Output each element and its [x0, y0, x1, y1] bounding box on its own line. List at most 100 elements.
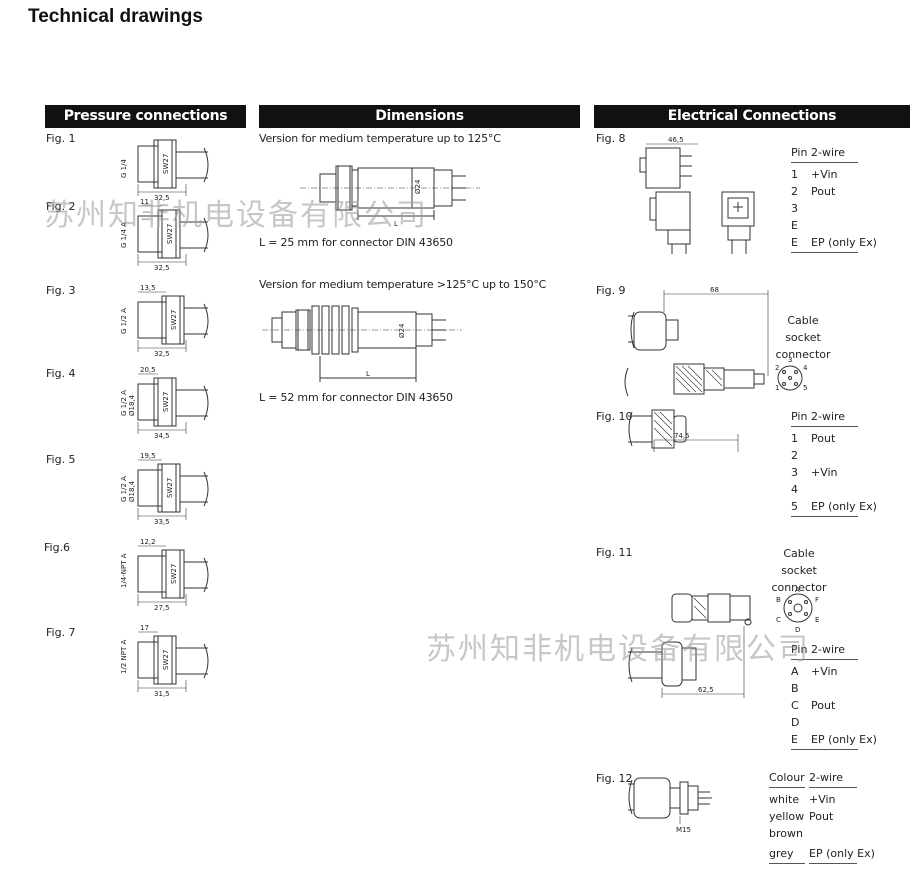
header-pressure-connections: Pressure connections — [45, 105, 246, 128]
pin-function: +Vin — [811, 168, 838, 181]
fig-10-drawing: 74,5 — [628, 409, 739, 452]
wire-colour: grey — [769, 847, 794, 860]
pin: 3 — [791, 466, 798, 479]
thread-label: G 1/4 — [120, 159, 128, 178]
watermark-1: 苏州知非机电设备有限公司 — [44, 198, 428, 233]
pin: C — [791, 699, 799, 712]
fig-2-label: Fig. 2 — [46, 200, 76, 213]
wire-colour: brown — [769, 827, 803, 840]
pin: A — [791, 665, 799, 678]
dimensions-note-3: Version for medium temperature >125°C up… — [259, 278, 547, 291]
fig-1-label: Fig. 1 — [46, 132, 76, 145]
caption-line: socket connector — [771, 564, 827, 594]
inner-diameter-label: Ø18,4 — [128, 394, 136, 416]
header-dimensions: Dimensions — [259, 105, 580, 128]
dimension-diameter-label-2: Ø24 — [398, 323, 406, 338]
fig-9-pin-4: 4 — [803, 364, 808, 372]
watermark-2: 苏州知非机电设备有限公司 — [426, 632, 810, 667]
pressure-fig-3-drawing: G 1/2 A SW27 32,5 13,5 — [120, 284, 209, 358]
pin: 1 — [791, 432, 798, 445]
thread-label: 1/2 NPT A — [120, 640, 128, 674]
dimensions-note-2: L = 25 mm for connector DIN 43650 — [259, 236, 453, 249]
colour-table-header-wire: 2-wire — [809, 771, 844, 784]
pin: E — [791, 219, 798, 232]
thread-label: G 1/2 A — [120, 390, 128, 416]
colour-table-header: Colour — [769, 771, 805, 784]
fig-6-label: Fig.6 — [44, 541, 71, 554]
pin-function: EP (only Ex) — [811, 733, 877, 746]
fig-9-drawing: 68 1 2 3 4 5 — [624, 286, 808, 397]
thread-label: 1/4-NPT A — [120, 553, 128, 588]
fig-7-label: Fig. 7 — [46, 626, 76, 639]
pin-function: Pout — [811, 432, 836, 445]
inner-diameter-label: Ø18,4 — [128, 480, 136, 502]
fig-9-pin-3: 3 — [788, 356, 792, 364]
width-dimension-label: 34,5 — [154, 432, 170, 440]
pin-function: Pout — [811, 185, 836, 198]
wrench-size-label: SW27 — [162, 650, 170, 670]
fig-9-label: Fig. 9 — [596, 284, 626, 297]
pin-table-header-wire: 2-wire — [811, 146, 846, 159]
width-dimension-label: 32,5 — [154, 194, 170, 202]
width-dimension-label: 27,5 — [154, 604, 170, 612]
pin-table-header-pin: Pin — [791, 146, 808, 159]
fig-3-label: Fig. 3 — [46, 284, 76, 297]
fig-8-label: Fig. 8 — [596, 132, 626, 145]
pin-function: +Vin — [811, 466, 838, 479]
fig-4-label: Fig. 4 — [46, 367, 76, 380]
thread-label: G 1/2 A — [120, 308, 128, 334]
top-dimension-label: 20,5 — [140, 366, 156, 374]
wire-function: +Vin — [809, 793, 836, 806]
fig-9-dim: 68 — [710, 286, 719, 294]
wire-function: EP (only Ex) — [809, 847, 875, 860]
pin-table-header-pin: Pin — [791, 410, 808, 423]
pin-function: EP (only Ex) — [811, 236, 877, 249]
dimension-length-label-2: L — [366, 370, 370, 378]
dimension-diameter-label: Ø24 — [414, 179, 422, 194]
top-dimension-label: 12,2 — [140, 538, 156, 546]
top-dimension-label: 11 — [140, 198, 149, 206]
fig-9-pin-1: 1 — [775, 384, 779, 392]
width-dimension-label: 32,5 — [154, 350, 170, 358]
wrench-size-label: SW27 — [162, 392, 170, 412]
fig-5-label: Fig. 5 — [46, 453, 76, 466]
dimension-drawing-short: Ø24 L — [300, 165, 480, 228]
fig-9-pin-5: 5 — [803, 384, 807, 392]
pin-function: Pout — [811, 699, 836, 712]
pin: 2 — [791, 185, 798, 198]
wrench-size-label: SW27 — [170, 310, 178, 330]
pin: 2 — [791, 449, 798, 462]
fig-11-drawing: 62,5 A B C D E F — [628, 586, 819, 698]
pin: 1 — [791, 168, 798, 181]
thread-label: G 1/4 A — [120, 222, 128, 248]
pin-function: EP (only Ex) — [811, 500, 877, 513]
pin-table-header-wire: 2-wire — [811, 643, 846, 656]
pressure-fig-1-drawing: G 1/4 SW27 32,5 — [120, 139, 209, 202]
fig-12-dim: M15 — [676, 826, 691, 834]
pin: D — [791, 716, 800, 729]
fig-8-drawing: 46,5 — [639, 136, 755, 254]
fig-11-pin-d: D — [795, 626, 800, 634]
pin: 3 — [791, 202, 798, 215]
top-dimension-label: 13,5 — [140, 284, 156, 292]
pin: E — [791, 236, 798, 249]
fig-11-dim: 62,5 — [698, 686, 714, 694]
wrench-size-label: SW27 — [166, 478, 174, 498]
wrench-size-label: SW27 — [162, 154, 170, 174]
width-dimension-label: 32,5 — [154, 264, 170, 272]
dimensions-note-1: Version for medium temperature up to 125… — [259, 132, 501, 145]
fig-11-label: Fig. 11 — [596, 546, 633, 559]
wrench-size-label: SW27 — [166, 224, 174, 244]
wire-colour: yellow — [769, 810, 805, 823]
fig-12-drawing: M15 — [628, 777, 712, 834]
caption-line: socket connector — [775, 331, 831, 361]
wire-function: Pout — [809, 810, 834, 823]
fig-10-dim: 74,5 — [674, 432, 690, 440]
width-dimension-label: 31,5 — [154, 690, 170, 698]
